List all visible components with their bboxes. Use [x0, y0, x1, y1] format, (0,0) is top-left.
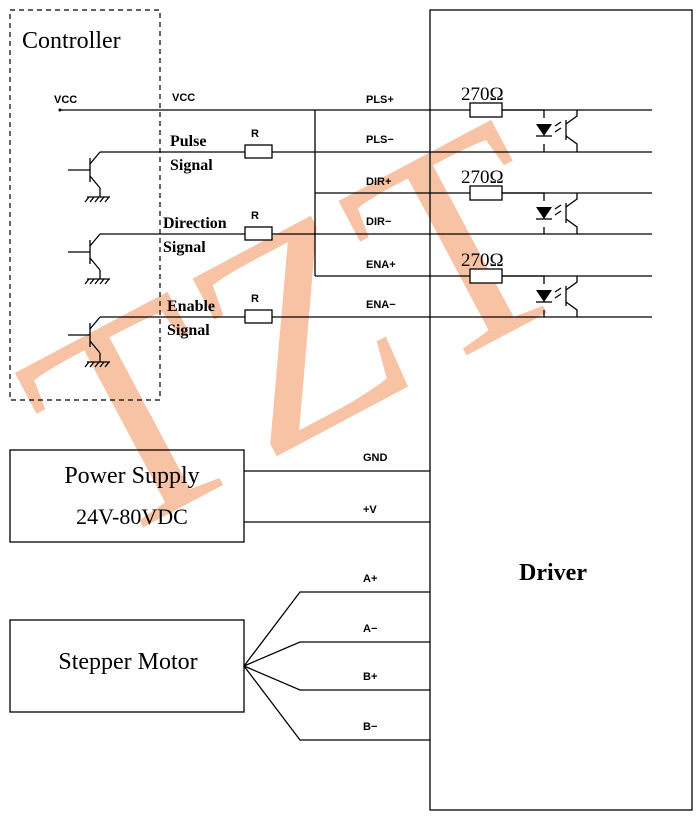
driver-resistor-2	[469, 185, 503, 201]
power-supply-voltage: 24V-80VDC	[76, 504, 188, 529]
driver-box	[429, 9, 693, 811]
direction-resistor	[244, 226, 273, 241]
direction-label-line2: Signal	[163, 239, 206, 256]
pin-b-minus: B−	[363, 721, 377, 733]
pin-b-plus: B+	[363, 671, 377, 683]
stepper-motor-title: Stepper Motor	[58, 649, 197, 675]
power-supply-title: Power Supply	[64, 463, 199, 489]
driver-resistor-3-label: 270Ω	[461, 250, 504, 271]
pin-pls-minus: PLS−	[366, 134, 394, 146]
direction-label-line1: Direction	[163, 215, 227, 232]
enable-group: Enable Signal R	[68, 293, 652, 368]
driver-resistor-1-label: 270Ω	[461, 84, 504, 105]
controller-title: Controller	[22, 28, 121, 54]
pulse-label-line1: Pulse	[170, 133, 206, 150]
motor-wires	[243, 591, 430, 741]
enable-r-label: R	[251, 293, 259, 305]
pin-vplus: +V	[363, 504, 377, 516]
pin-gnd: GND	[363, 452, 388, 464]
pulse-resistor	[244, 144, 273, 159]
direction-group: Direction Signal R	[68, 210, 652, 285]
pin-dir-plus: DIR+	[366, 176, 391, 188]
vcc-label-right: VCC	[172, 92, 195, 104]
direction-r-label: R	[251, 210, 259, 222]
pulse-group: Pulse Signal R	[68, 128, 652, 203]
pin-dir-minus: DIR−	[366, 216, 391, 228]
pin-a-plus: A+	[363, 573, 377, 585]
vcc-label-left: VCC	[54, 94, 77, 106]
power-supply-box	[9, 449, 245, 543]
vcc-junction-dot	[58, 108, 62, 112]
driver-resistor-1	[469, 102, 503, 118]
driver-title: Driver	[519, 560, 587, 586]
pin-a-minus: A−	[363, 623, 377, 635]
optocoupler-2	[502, 192, 578, 234]
optocoupler-1	[502, 109, 578, 152]
enable-label-line1: Enable	[167, 298, 215, 315]
pin-ena-minus: ENA−	[366, 299, 396, 311]
enable-resistor	[244, 309, 273, 324]
pin-ena-plus: ENA+	[366, 259, 396, 271]
controller-box	[9, 9, 161, 401]
driver-resistor-3	[469, 268, 503, 284]
driver-resistor-2-label: 270Ω	[461, 167, 504, 188]
pulse-r-label: R	[251, 128, 259, 140]
pulse-label-line2: Signal	[170, 157, 213, 174]
enable-label-line2: Signal	[167, 322, 210, 339]
optocoupler-3	[502, 275, 578, 317]
pin-pls-plus: PLS+	[366, 94, 394, 106]
